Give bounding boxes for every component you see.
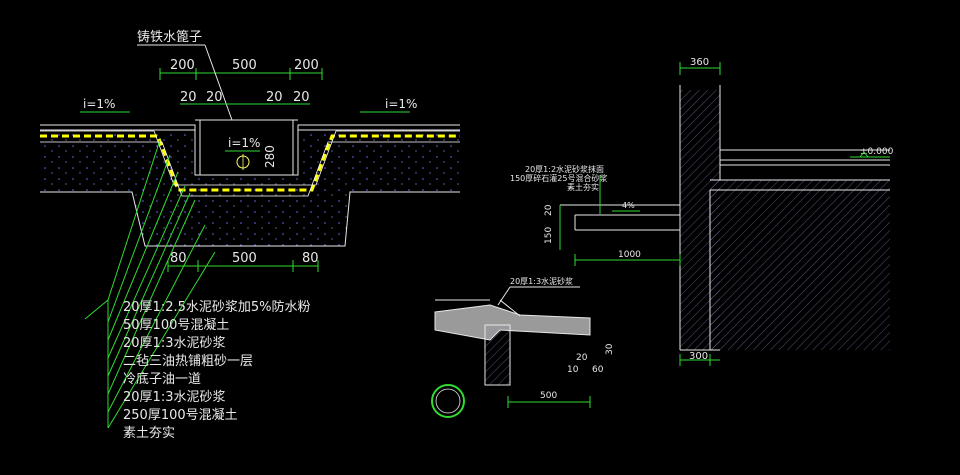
layer-2: 50厚100号混凝土 bbox=[123, 317, 229, 333]
slope-right: i=1% bbox=[385, 97, 417, 111]
coping-dim-30: 30 bbox=[605, 343, 615, 355]
layer-3: 20厚1:3水泥砂浆 bbox=[123, 336, 225, 351]
drainage-section: 200 500 200 铸铁水篦子 20 20 20 20 i=1% i=1% … bbox=[40, 29, 460, 441]
apron-dim-20: 20 bbox=[544, 204, 554, 216]
apron-note-2: 150厚碎石灌25号混合砂浆 bbox=[510, 173, 607, 183]
dim-bottom-500: 500 bbox=[232, 251, 257, 266]
apron-dim-150: 150 bbox=[544, 227, 554, 244]
dim-300: 300 bbox=[689, 351, 708, 362]
dim-top-200-left: 200 bbox=[170, 58, 195, 73]
layer-leaders bbox=[84, 139, 216, 429]
dim-20-right: 20 bbox=[266, 90, 283, 105]
dim-20-right-b: 20 bbox=[293, 90, 310, 105]
slope-center: i=1% bbox=[228, 136, 260, 150]
dim-bottom-80-right: 80 bbox=[302, 251, 319, 266]
coping-dim-10: 10 bbox=[567, 365, 579, 375]
apron-slope: 4% bbox=[622, 201, 635, 210]
layer-7: 250厚100号混凝土 bbox=[123, 407, 238, 423]
dim-top-500: 500 bbox=[232, 58, 257, 73]
coping-note: 20厚1:3水泥砂浆 bbox=[510, 276, 573, 286]
apron-note-3: 素土夯实 bbox=[567, 182, 599, 192]
coping-dim-60: 60 bbox=[592, 365, 604, 375]
slope-left: i=1% bbox=[83, 97, 115, 111]
layer-6: 20厚1:3水泥砂浆 bbox=[123, 390, 225, 405]
section-marker-circle bbox=[431, 384, 465, 418]
dim-top-200-right: 200 bbox=[294, 58, 319, 73]
dim-360: 360 bbox=[690, 57, 709, 68]
coping-detail: 20厚1:3水泥砂浆 20 30 10 60 500 bbox=[434, 276, 615, 408]
coping-dim-500: 500 bbox=[540, 391, 557, 401]
layer-5: 冷底子油一道 bbox=[123, 371, 201, 387]
elevation-label: ±0.000 bbox=[860, 147, 894, 157]
grate-label: 铸铁水篦子 bbox=[137, 29, 202, 45]
apron-section: 360 300 ±0.000 20厚1:2水泥砂浆抹面 150厚碎石灌25号混合… bbox=[510, 57, 894, 366]
coping-dim-20: 20 bbox=[576, 353, 588, 363]
apron-dim-1000: 1000 bbox=[618, 250, 641, 260]
dim-depth: 280 bbox=[263, 145, 277, 168]
apron-note-1: 20厚1:2水泥砂浆抹面 bbox=[525, 164, 604, 174]
dim-20-left-b: 20 bbox=[206, 90, 223, 105]
layer-legend: 20厚1:2.5水泥砂浆加5%防水粉 50厚100号混凝土 20厚1:3水泥砂浆… bbox=[123, 299, 311, 441]
dim-20-left: 20 bbox=[180, 90, 197, 105]
dim-bottom-80-left: 80 bbox=[170, 251, 187, 266]
layer-1: 20厚1:2.5水泥砂浆加5%防水粉 bbox=[123, 299, 311, 315]
layer-4: 二毡三油热铺粗砂一层 bbox=[123, 354, 253, 369]
layer-8: 素土夯实 bbox=[123, 426, 175, 441]
